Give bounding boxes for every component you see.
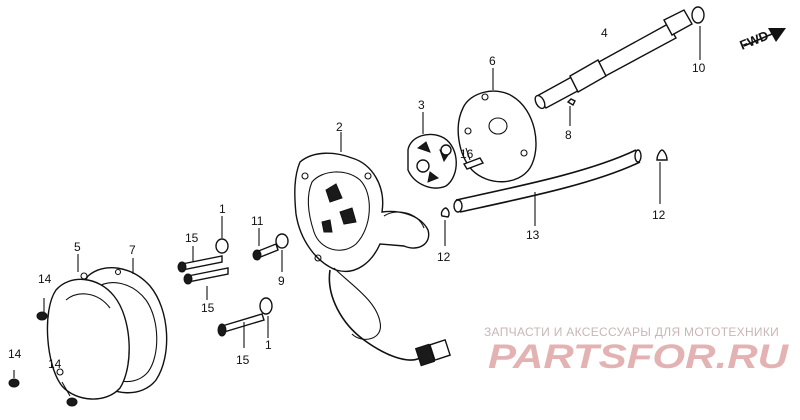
part-pin (566, 98, 576, 106)
part-washer-small (275, 233, 289, 249)
part-washer-lower (259, 297, 273, 315)
watermark: ЗАПЧАСТИ И АКСЕССУАРЫ ДЛЯ МОТОТЕХНИКИ PA… (484, 325, 790, 376)
callout-10: 10 (692, 61, 706, 75)
callout-6: 6 (489, 54, 496, 68)
callout-4: 4 (601, 26, 608, 40)
part-screw-left (8, 370, 20, 388)
callout-11: 11 (251, 214, 264, 228)
part-wire-harness (328, 267, 451, 367)
watermark-brand: PARTSFOR.RU (488, 338, 790, 376)
callout-14-lower: 14 (48, 357, 62, 371)
callout-7: 7 (129, 243, 136, 257)
callout-15-lower: 15 (236, 353, 250, 367)
callout-15-middle: 15 (201, 301, 215, 315)
part-clip-right (656, 149, 668, 161)
part-bolt-lower (217, 313, 265, 337)
fwd-label: FWD (738, 28, 771, 53)
callout-labels: 1 1 2 3 4 5 6 7 8 9 10 11 12 12 13 14 14… (8, 26, 706, 371)
part-shaft (534, 9, 693, 110)
callout-12-center: 12 (437, 250, 451, 264)
part-washer-upper (215, 238, 229, 254)
part-impeller (407, 133, 457, 189)
callout-5: 5 (74, 240, 81, 254)
callout-2: 2 (336, 120, 343, 134)
part-screw-bottom (61, 381, 78, 407)
watermark-tagline: ЗАПЧАСТИ И АКСЕССУАРЫ ДЛЯ МОТОТЕХНИКИ (484, 325, 779, 339)
callout-14-upper: 14 (38, 272, 52, 286)
callout-9: 9 (278, 274, 285, 288)
part-bolt-upper (177, 255, 229, 285)
callout-8: 8 (565, 128, 572, 142)
part-o-ring (691, 6, 705, 24)
forward-direction-indicator: FWD (738, 28, 786, 53)
callout-1-lower: 1 (265, 338, 272, 352)
callout-14-left: 14 (8, 347, 22, 361)
callout-1-upper: 1 (219, 202, 226, 216)
callout-13: 13 (526, 228, 540, 242)
callout-12-right: 12 (652, 208, 666, 222)
callout-16: 16 (460, 147, 474, 161)
callout-15-upper: 15 (185, 231, 199, 245)
part-stator-housing (294, 152, 430, 273)
callout-3: 3 (418, 98, 425, 112)
part-side-cover (46, 272, 130, 400)
part-clip-center (440, 207, 450, 218)
part-key (462, 157, 485, 170)
part-bolt-small (252, 243, 279, 261)
part-screw-top (36, 298, 48, 321)
part-hose (453, 149, 642, 213)
